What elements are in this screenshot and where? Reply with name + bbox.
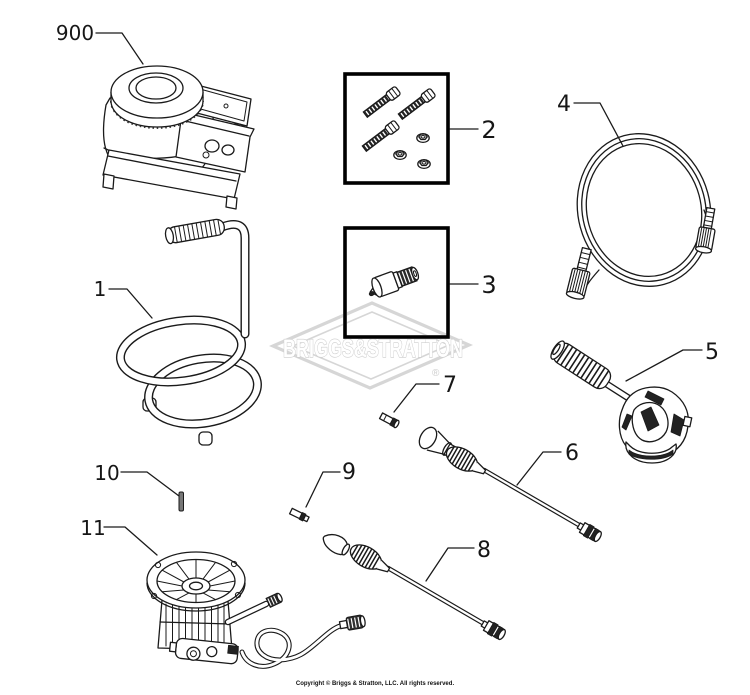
pump-drawing[interactable] xyxy=(146,551,366,669)
hose-drawing[interactable] xyxy=(560,119,727,302)
pin-drawing[interactable] xyxy=(178,491,184,512)
fitting-kit-drawing[interactable] xyxy=(343,226,450,339)
callout-3[interactable]: 3 xyxy=(449,271,497,299)
part-label-6: 6 xyxy=(565,441,579,466)
part-label-10: 10 xyxy=(94,461,119,485)
part-label-5: 5 xyxy=(705,340,719,365)
part-label-4: 4 xyxy=(557,92,571,117)
callout-2[interactable]: 2 xyxy=(449,116,497,144)
engine-drawing[interactable] xyxy=(102,65,255,210)
callout-900[interactable]: 900 xyxy=(56,21,144,65)
part-label-2: 2 xyxy=(481,116,496,144)
callout-9[interactable]: 9 xyxy=(305,460,356,508)
spray-gun-drawing[interactable] xyxy=(548,339,693,464)
part-label-9: 9 xyxy=(342,460,356,485)
part-label-7: 7 xyxy=(443,373,457,398)
part-label-11: 11 xyxy=(80,516,105,540)
callout-6[interactable]: 6 xyxy=(516,441,579,486)
callout-4[interactable]: 4 xyxy=(557,92,624,147)
part-label-3: 3 xyxy=(481,271,496,299)
watermark-diamond-outer xyxy=(268,301,474,390)
callout-10[interactable]: 10 xyxy=(94,461,180,497)
callout-7[interactable]: 7 xyxy=(393,373,457,413)
watermark-diamond-inner xyxy=(290,311,452,380)
hardware-kit-drawing[interactable] xyxy=(343,72,450,185)
copyright-notice: Copyright © Briggs & Stratton, LLC. All … xyxy=(295,681,455,687)
watermark-brand-text: BRIGGS&STRATTON xyxy=(283,335,463,363)
wand-a-drawing[interactable] xyxy=(416,424,603,543)
part-label-1: 1 xyxy=(94,277,107,301)
wand-b-drawing[interactable] xyxy=(320,529,508,641)
part-label-8: 8 xyxy=(477,538,491,563)
callout-8[interactable]: 8 xyxy=(425,538,491,582)
frame-handle-drawing[interactable] xyxy=(115,218,262,446)
callout-11[interactable]: 11 xyxy=(80,516,158,556)
callout-5[interactable]: 5 xyxy=(625,340,719,382)
part-label-900: 900 xyxy=(56,21,94,45)
nozzle-b-drawing[interactable] xyxy=(288,507,310,523)
callout-1[interactable]: 1 xyxy=(94,277,153,319)
nozzle-a-drawing[interactable] xyxy=(378,412,400,429)
watermark-registered-mark: ® xyxy=(432,368,440,379)
